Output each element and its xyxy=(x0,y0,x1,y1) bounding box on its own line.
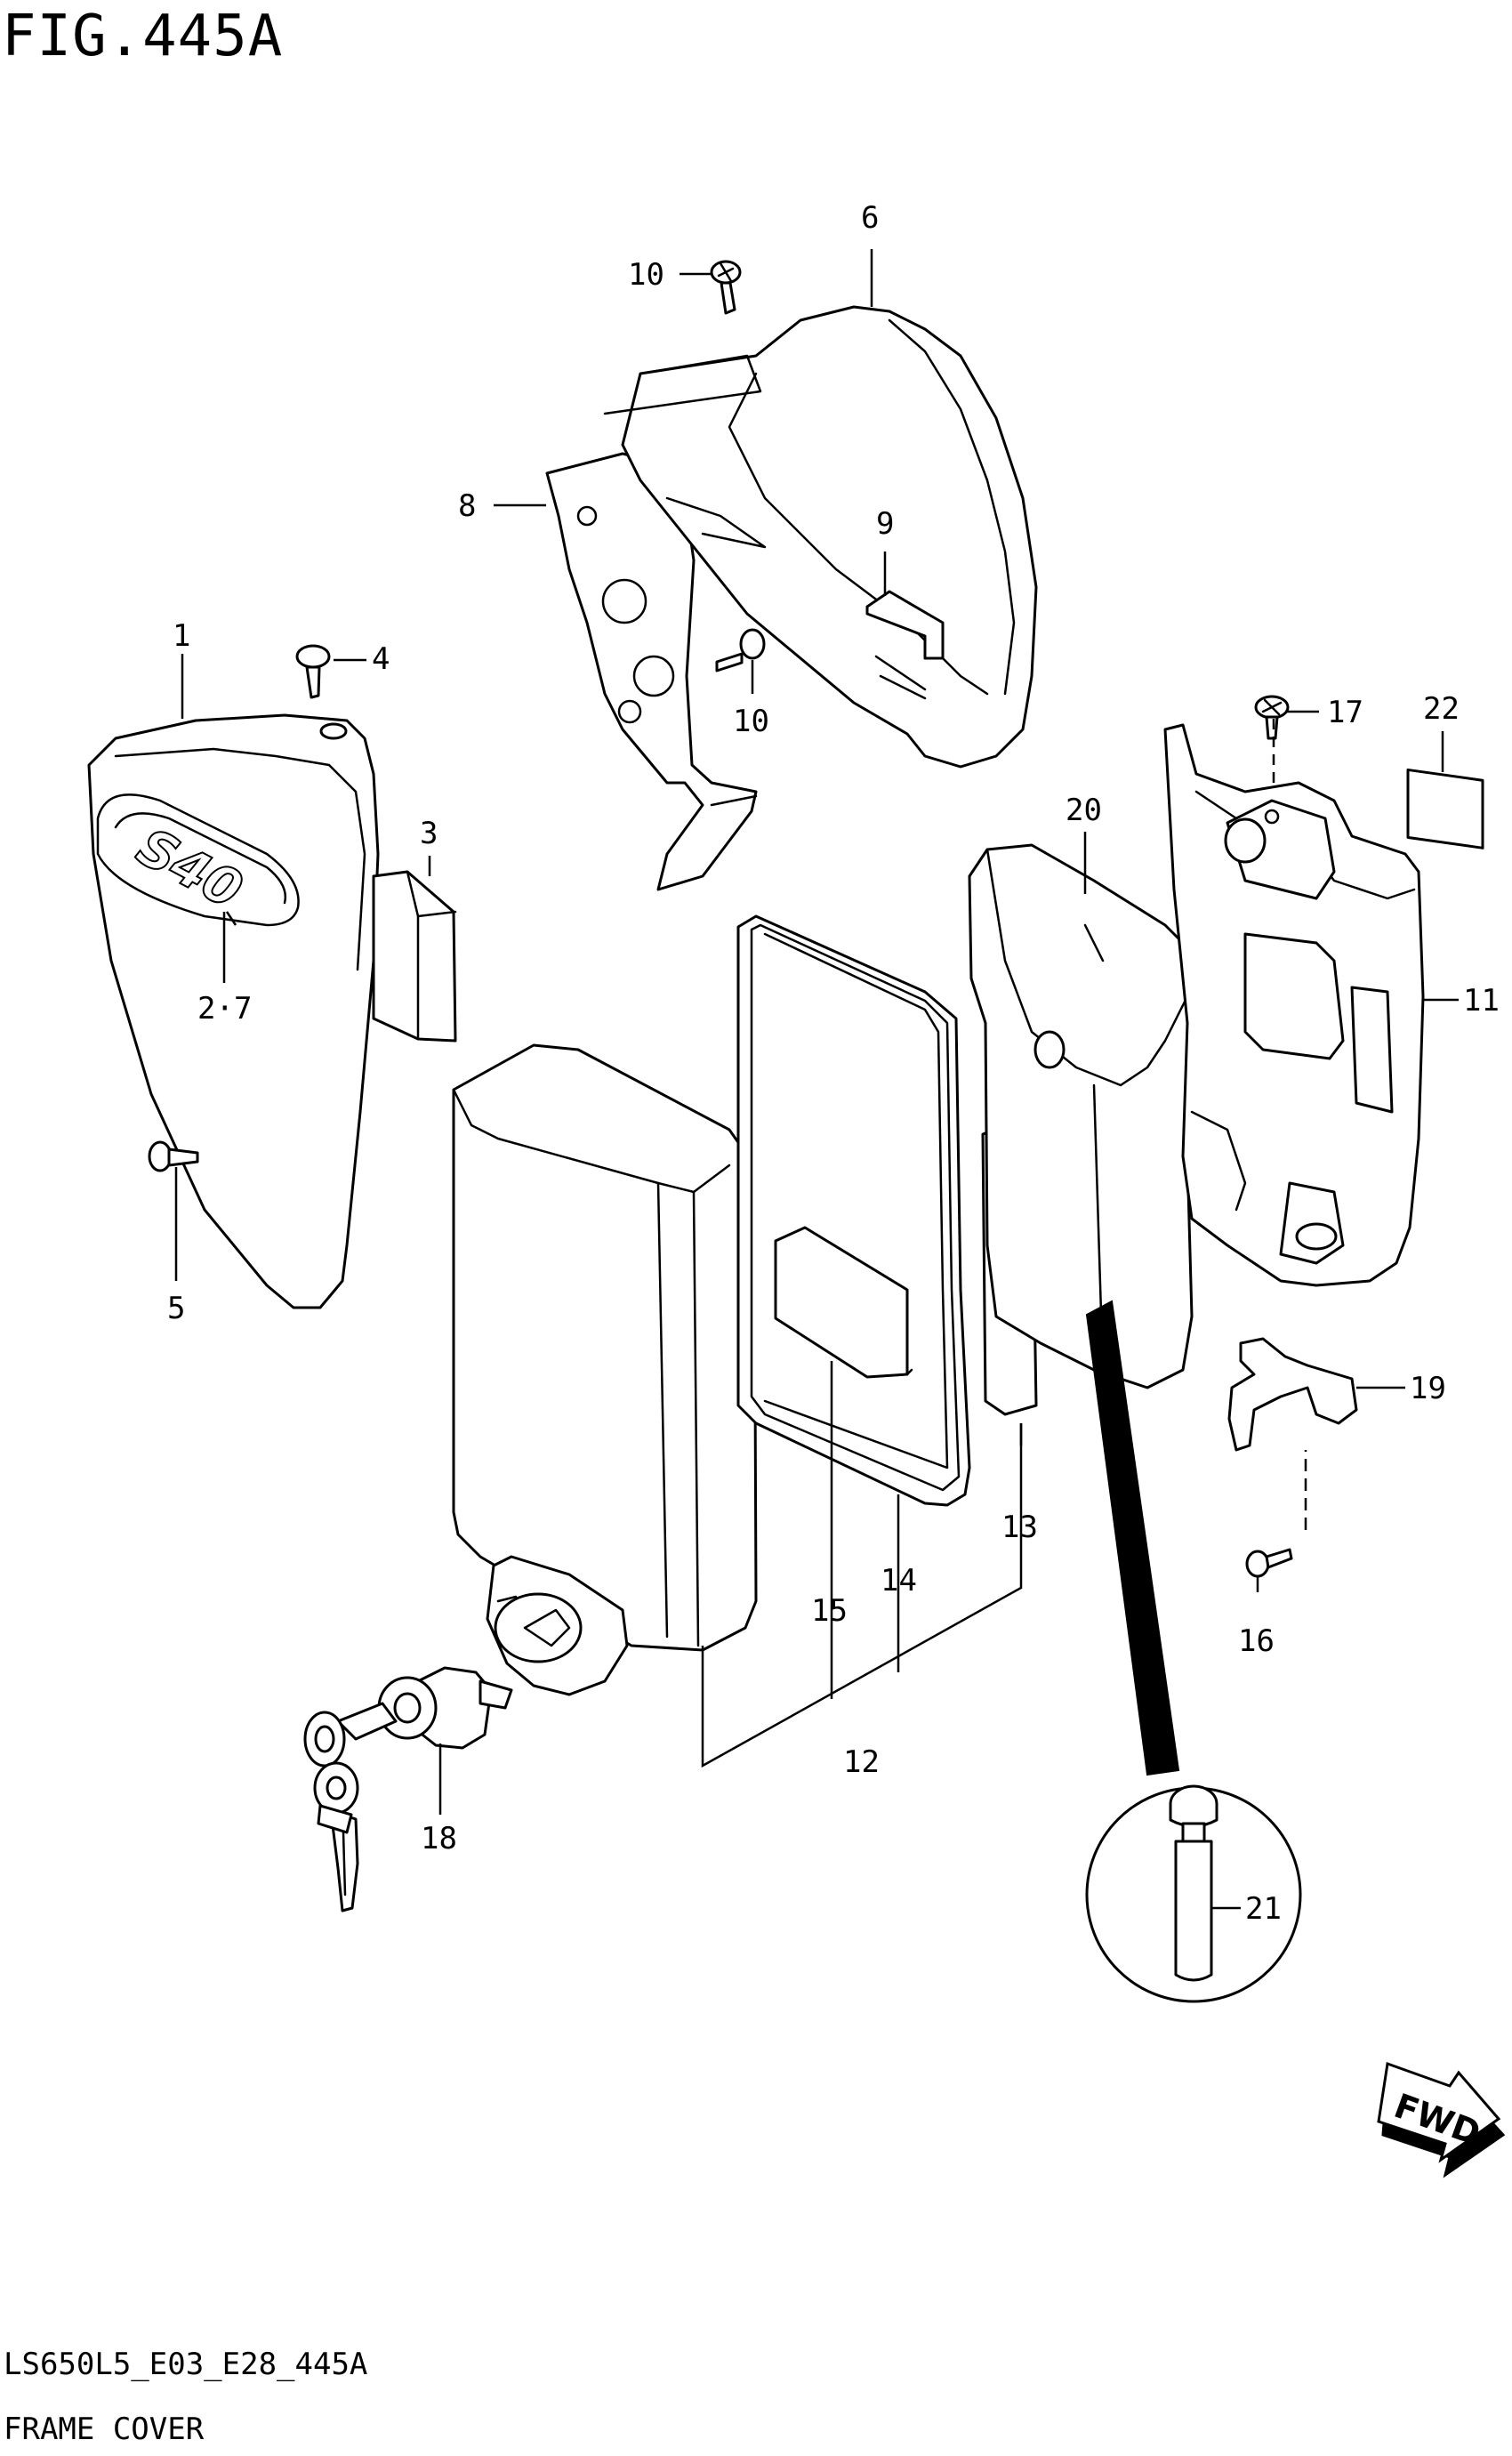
leader-lines xyxy=(174,249,1459,1910)
label-20: 20 xyxy=(1066,793,1102,828)
label-11: 11 xyxy=(1463,983,1500,1019)
screw-10-top xyxy=(710,260,742,315)
screw-16 xyxy=(1245,1548,1293,1578)
part-labels: 1 2·7 3 4 5 6 8 9 10 10 11 12 13 14 15 1… xyxy=(167,200,1500,1927)
bolt-5 xyxy=(148,1140,199,1172)
label-12: 12 xyxy=(843,1744,880,1780)
label-1: 1 xyxy=(173,618,190,654)
label-10-top: 10 xyxy=(628,257,664,293)
screw-17 xyxy=(1254,695,1290,740)
label-21: 21 xyxy=(1245,1891,1282,1927)
footer-caption: FRAME COVER xyxy=(4,2412,205,2447)
part-15-pad xyxy=(774,1226,913,1379)
fwd-arrow-icon: FWD xyxy=(1377,2061,1506,2178)
part-1-side-cover: S40 xyxy=(87,713,380,1309)
part-11-holder xyxy=(1163,723,1425,1287)
label-17: 17 xyxy=(1327,695,1363,730)
lock-housing xyxy=(486,1555,629,1696)
screw-4 xyxy=(295,644,331,699)
label-22: 22 xyxy=(1423,691,1460,727)
label-18: 18 xyxy=(421,1821,457,1856)
label-10-mid: 10 xyxy=(733,704,769,739)
label-19: 19 xyxy=(1410,1371,1446,1406)
screw-10-mid xyxy=(715,628,766,672)
part-18-lock-set xyxy=(303,1666,513,1912)
footer-code: LS650L5_E03_E28_445A xyxy=(4,2347,367,2382)
part-6-cover xyxy=(603,305,1038,769)
part-3-pad xyxy=(372,870,457,1043)
label-6: 6 xyxy=(861,200,879,236)
label-4: 4 xyxy=(372,641,390,677)
part-14-gasket xyxy=(736,914,971,1507)
label-5: 5 xyxy=(167,1291,185,1326)
figure-title: FIG.445A xyxy=(2,4,283,69)
part-22-pad xyxy=(1406,768,1484,850)
label-14: 14 xyxy=(881,1563,917,1598)
detail-21-circle xyxy=(1085,1300,1302,2003)
part-19-clip xyxy=(1227,1337,1358,1452)
label-15: 15 xyxy=(811,1593,848,1629)
part-12-toolbox xyxy=(452,1043,758,1652)
label-2-7: 2·7 xyxy=(197,991,252,1027)
part-20-cover xyxy=(968,843,1198,1389)
label-8: 8 xyxy=(458,488,476,524)
label-13: 13 xyxy=(1001,1510,1038,1545)
label-9: 9 xyxy=(876,506,894,542)
label-16: 16 xyxy=(1238,1623,1275,1659)
label-3: 3 xyxy=(420,816,438,851)
